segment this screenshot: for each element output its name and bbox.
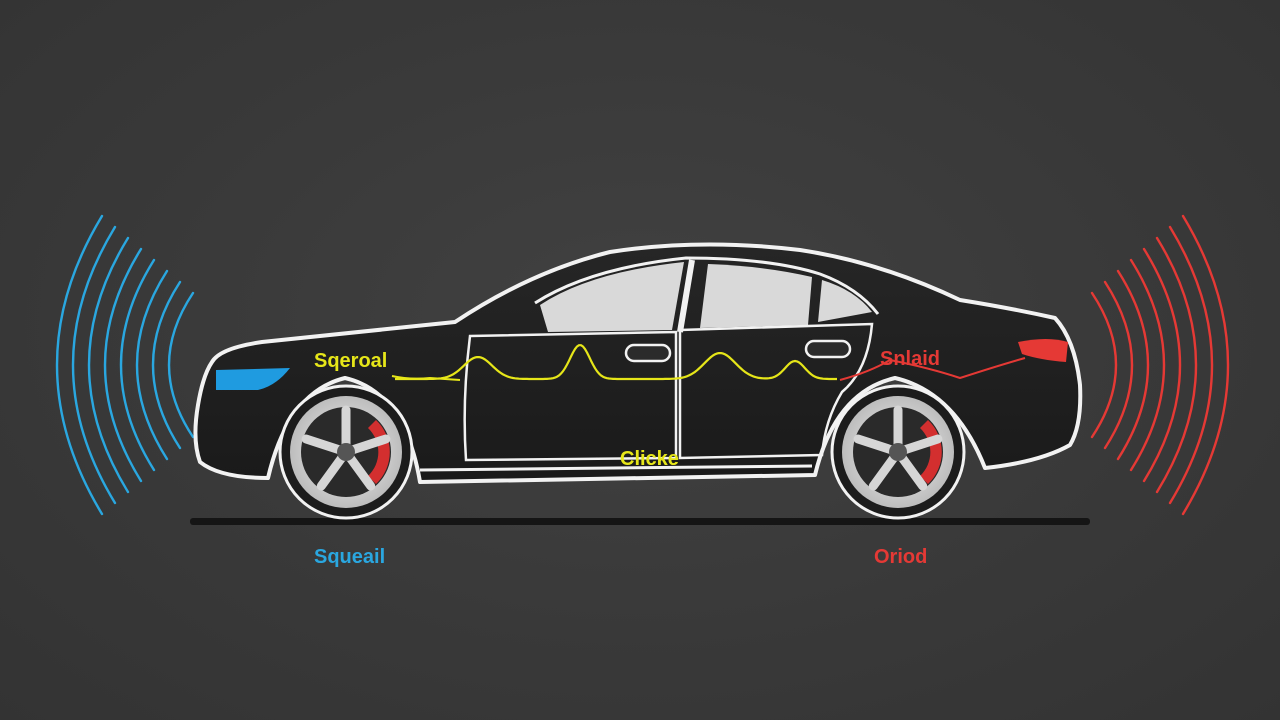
rear-wheel bbox=[830, 384, 966, 520]
taillight bbox=[1018, 339, 1068, 362]
label-front-sound: Sqeroal bbox=[314, 350, 387, 372]
sound-waves-right-icon bbox=[1090, 214, 1230, 516]
headlight bbox=[216, 368, 290, 390]
ground-shadow bbox=[190, 518, 1090, 525]
front-wheel bbox=[278, 384, 414, 520]
window-frame bbox=[534, 256, 880, 315]
front-door bbox=[463, 330, 678, 462]
sill-line bbox=[419, 464, 813, 472]
label-middle-sound: Clicke bbox=[620, 448, 679, 470]
label-rear-sound: Snlaid bbox=[880, 348, 940, 370]
rear-window-2 bbox=[818, 280, 872, 322]
rear-door-handle bbox=[804, 339, 852, 359]
front-door-handle bbox=[624, 343, 672, 363]
label-bottom-left: Squeail bbox=[314, 546, 385, 568]
rear-window-1 bbox=[700, 264, 812, 328]
front-window bbox=[540, 262, 684, 332]
rear-door bbox=[678, 322, 874, 460]
label-bottom-right: Oriod bbox=[874, 546, 927, 568]
b-pillar bbox=[677, 259, 695, 333]
waveform-signal bbox=[395, 344, 837, 381]
sound-waves-left-icon bbox=[55, 214, 195, 516]
rear-wire bbox=[839, 357, 1026, 381]
